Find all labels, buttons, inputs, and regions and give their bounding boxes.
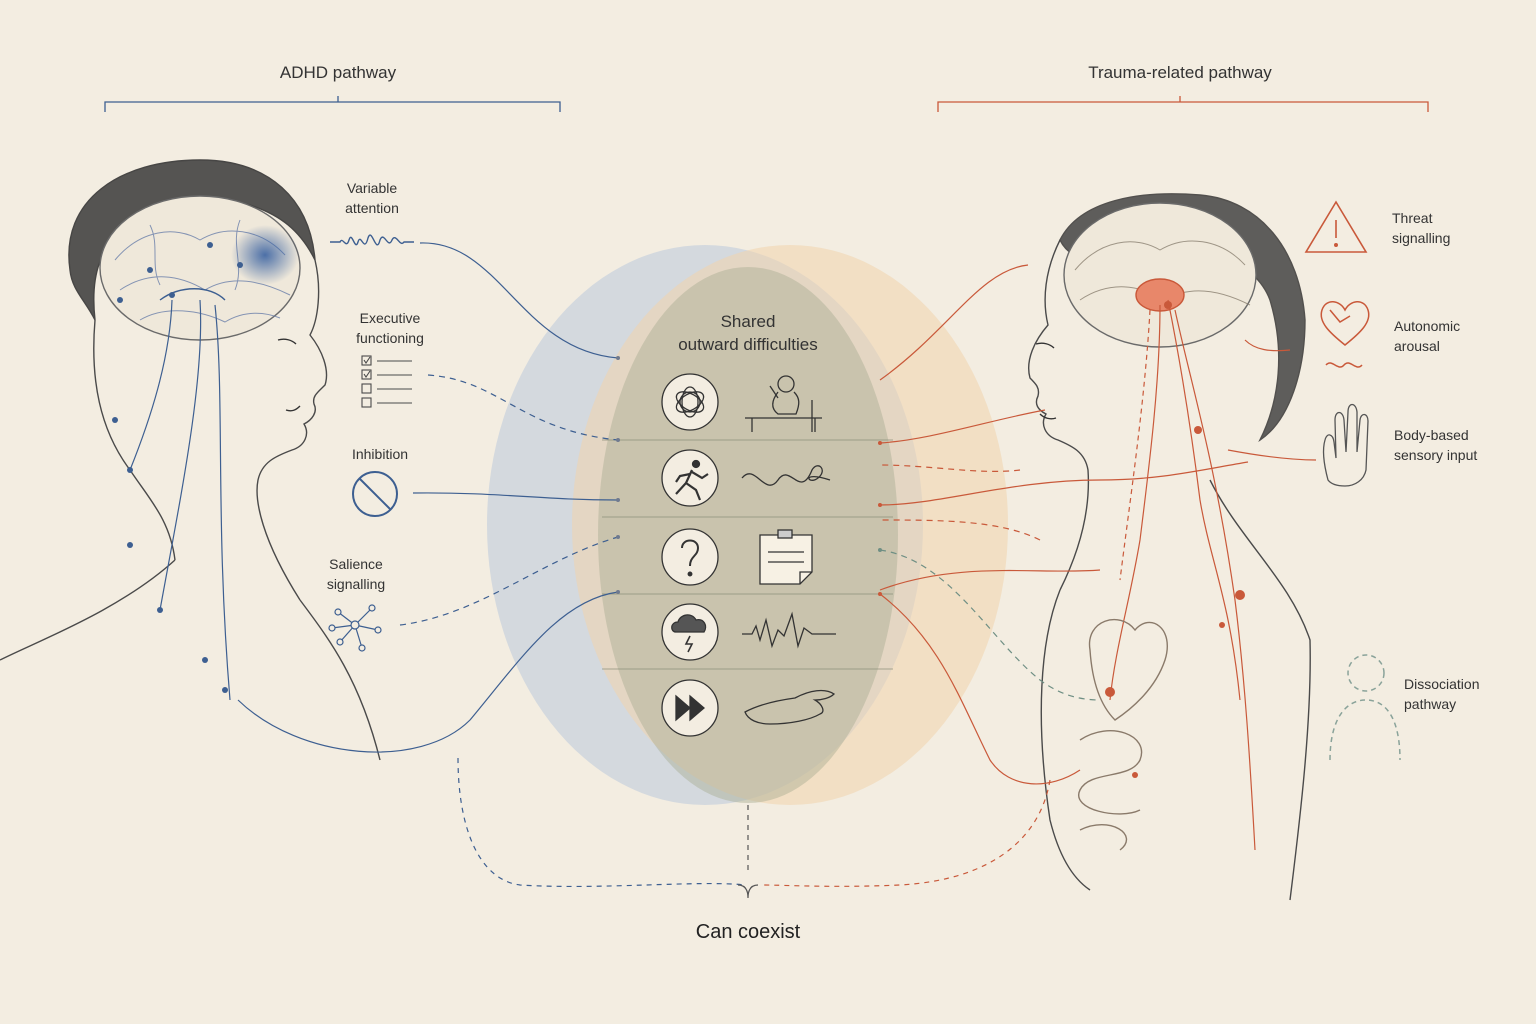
- label-line: sensory input: [1394, 447, 1478, 463]
- jagged-wave-icon: [742, 611, 836, 649]
- label-variable-attention: Variable attention: [312, 178, 432, 218]
- label-body-based-sensory-input: Body-based sensory input: [1394, 425, 1524, 465]
- trauma-bracket: [937, 96, 1429, 112]
- shared-row-5: [661, 679, 836, 737]
- question-mark-icon: [661, 528, 719, 586]
- label-line: Dissociation: [1404, 676, 1480, 692]
- adhd-connectors: [237, 242, 746, 888]
- sticky-note-icon: [759, 529, 813, 585]
- title-line: Shared: [720, 312, 776, 331]
- dashed-person-icon: [1329, 654, 1401, 761]
- coexist-brace: [737, 805, 759, 899]
- warning-icon: [1304, 200, 1368, 253]
- label-dissociation-pathway: Dissociation pathway: [1404, 674, 1524, 714]
- label-threat-signalling: Threat signalling: [1392, 208, 1522, 248]
- shared-row-3: [661, 528, 813, 586]
- shared-row-1: [661, 373, 822, 432]
- fast-forward-icon: [661, 679, 719, 737]
- label-line: Autonomic: [1394, 318, 1461, 334]
- person-slumped-at-desk-icon: [745, 375, 822, 432]
- label-line: attention: [345, 200, 399, 216]
- tangled-thoughts-icon: [661, 373, 719, 431]
- wave-icon: [330, 234, 414, 246]
- can-coexist-label: Can coexist: [695, 921, 801, 943]
- title-line: outward difficulties: [678, 335, 818, 354]
- trauma-brain: [1063, 202, 1257, 348]
- adhd-hair: [68, 159, 316, 321]
- adhd-bracket: [104, 96, 561, 112]
- label-line: signalling: [1392, 230, 1451, 246]
- intestines: [1078, 730, 1143, 851]
- label-line: Salience: [329, 556, 383, 572]
- storm-cloud-icon: [661, 603, 719, 661]
- adhd-pathway-title: ADHD pathway: [279, 63, 397, 82]
- label-line: Variable: [346, 180, 398, 196]
- label-line: Body-based: [1394, 427, 1469, 443]
- checklist-icon: [361, 355, 412, 408]
- hand-outline-icon: [1322, 403, 1369, 487]
- shared-row-4: [661, 603, 836, 661]
- label-line: arousal: [1394, 338, 1440, 354]
- prohibit-icon: [352, 471, 398, 517]
- trauma-connectors: [759, 264, 1317, 887]
- label-line: Threat: [1392, 210, 1433, 226]
- trauma-torso: [1040, 479, 1311, 901]
- hand-icon: [744, 689, 836, 725]
- connector-dots: [616, 356, 882, 596]
- label-line: Inhibition: [351, 446, 409, 462]
- label-line: functioning: [356, 330, 424, 346]
- adhd-shoulder: [0, 559, 381, 761]
- shared-row-2: [661, 449, 831, 507]
- running-person-icon: [661, 449, 719, 507]
- shared-difficulties-title: Shared outward difficulties: [598, 310, 898, 356]
- label-line: Executive: [359, 310, 421, 326]
- label-inhibition: Inhibition: [320, 444, 440, 464]
- label-line: pathway: [1404, 696, 1457, 712]
- label-executive-functioning: Executive functioning: [330, 308, 450, 348]
- heart-organ: [1088, 619, 1168, 721]
- trauma-figure: [1028, 193, 1311, 901]
- adhd-figure: [0, 159, 381, 761]
- network-icon: [328, 604, 382, 652]
- trauma-pathway-title: Trauma-related pathway: [1088, 63, 1272, 82]
- label-line: signalling: [326, 576, 386, 592]
- heart-icon: [1320, 301, 1370, 368]
- label-autonomic-arousal: Autonomic arousal: [1394, 316, 1524, 356]
- squiggle-line-icon: [741, 465, 831, 486]
- trauma-profile: [1028, 239, 1090, 591]
- label-salience-signalling: Salience signalling: [296, 554, 416, 594]
